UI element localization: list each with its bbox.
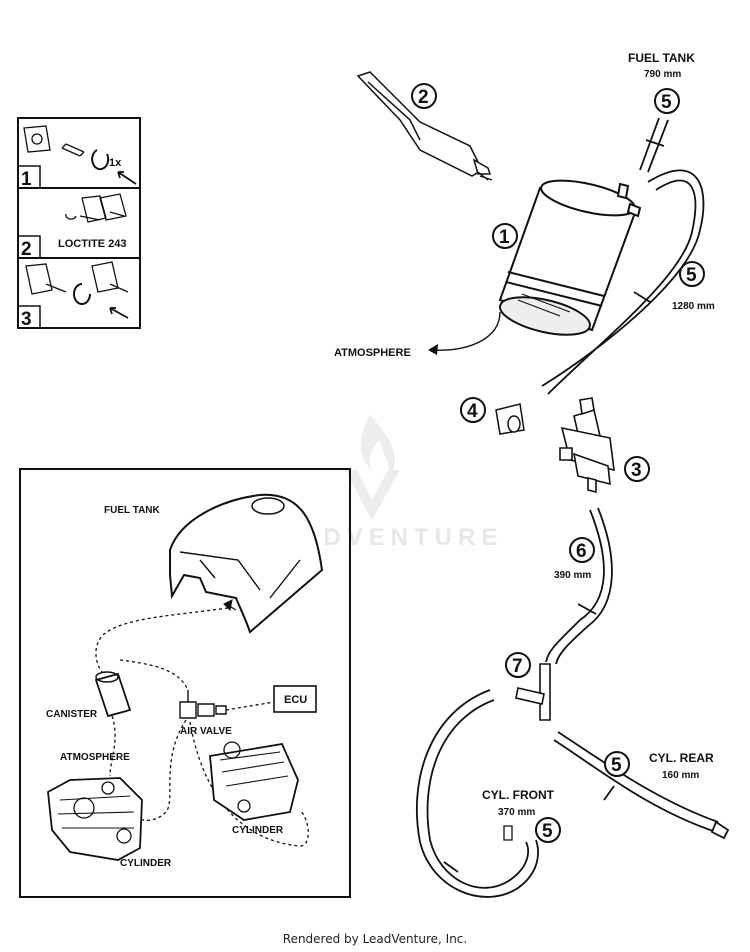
t-fitting-part bbox=[515, 663, 551, 721]
inset-fuel-tank-label: FUEL TANK bbox=[104, 505, 161, 516]
atmosphere-label: ATMOSPHERE bbox=[334, 347, 411, 359]
watermark-v-icon bbox=[345, 470, 400, 520]
cyl-rear-length: 160 mm bbox=[662, 770, 699, 781]
hose-front bbox=[416, 689, 539, 898]
inset-ecu-box bbox=[273, 685, 317, 713]
step-1-number: 1 bbox=[21, 169, 32, 190]
watermark-flame-icon bbox=[360, 415, 395, 478]
hose-390 bbox=[545, 507, 613, 665]
cyl-front-length: 370 mm bbox=[498, 807, 535, 818]
clip-part bbox=[495, 403, 525, 435]
cyl-front-label: CYL. FRONT bbox=[482, 788, 555, 802]
hose-1280 bbox=[541, 169, 705, 395]
watermark-text: ADVENTURE bbox=[300, 524, 503, 551]
inset-fuel-tank bbox=[169, 493, 324, 634]
cyl-rear-label: CYL. REAR bbox=[649, 751, 714, 765]
callout-5-tank: 5 bbox=[661, 92, 672, 113]
callout-3: 3 bbox=[631, 460, 642, 481]
callout-5-rear: 5 bbox=[611, 755, 622, 776]
callout-4: 4 bbox=[467, 401, 478, 422]
hose-tank-short bbox=[639, 117, 669, 173]
inset-atmosphere-label: ATMOSPHERE bbox=[60, 752, 130, 763]
callout-circles bbox=[411, 83, 705, 843]
callout-7: 7 bbox=[512, 656, 523, 677]
hoses bbox=[416, 117, 730, 898]
watermark: ADVENTURE bbox=[300, 415, 503, 551]
callout-2: 2 bbox=[418, 87, 429, 108]
valve-part bbox=[559, 397, 615, 494]
atmosphere-arrow bbox=[431, 311, 501, 351]
canister-part bbox=[498, 179, 642, 336]
step-2-number: 2 bbox=[21, 239, 32, 260]
inset-air-valve-label: AIR VALVE bbox=[180, 726, 232, 737]
bracket-part bbox=[356, 71, 493, 181]
step-3-number: 3 bbox=[21, 309, 32, 330]
schematic-inset bbox=[19, 468, 351, 898]
hose-rear bbox=[553, 731, 719, 833]
one-x-label: 1x bbox=[109, 157, 122, 169]
assembly-steps-box bbox=[17, 117, 141, 329]
front-nipple bbox=[503, 825, 513, 841]
footer-credit: Rendered by LeadVenture, Inc. bbox=[282, 932, 468, 946]
callout-5-front: 5 bbox=[542, 821, 553, 842]
inset-ecu-label: ECU bbox=[284, 694, 307, 706]
inset-canister bbox=[94, 672, 132, 718]
callout-1: 1 bbox=[499, 227, 510, 248]
inset-cylinder-left bbox=[47, 777, 143, 861]
inset-air-valve bbox=[179, 701, 227, 719]
loctite-label: LOCTITE 243 bbox=[58, 238, 126, 250]
fuel-tank-label: FUEL TANK bbox=[628, 51, 695, 65]
callout-5-long: 5 bbox=[686, 265, 697, 286]
fuel-tank-length: 790 mm bbox=[644, 69, 681, 80]
hose-390-length: 390 mm bbox=[554, 570, 591, 581]
inset-canister-label: CANISTER bbox=[46, 709, 98, 720]
inset-cylinder-left-label: CYLINDER bbox=[120, 858, 172, 869]
hose-1280-length: 1280 mm bbox=[672, 301, 715, 312]
callout-6: 6 bbox=[576, 541, 587, 562]
inset-cylinder-right-label: CYLINDER bbox=[232, 825, 284, 836]
